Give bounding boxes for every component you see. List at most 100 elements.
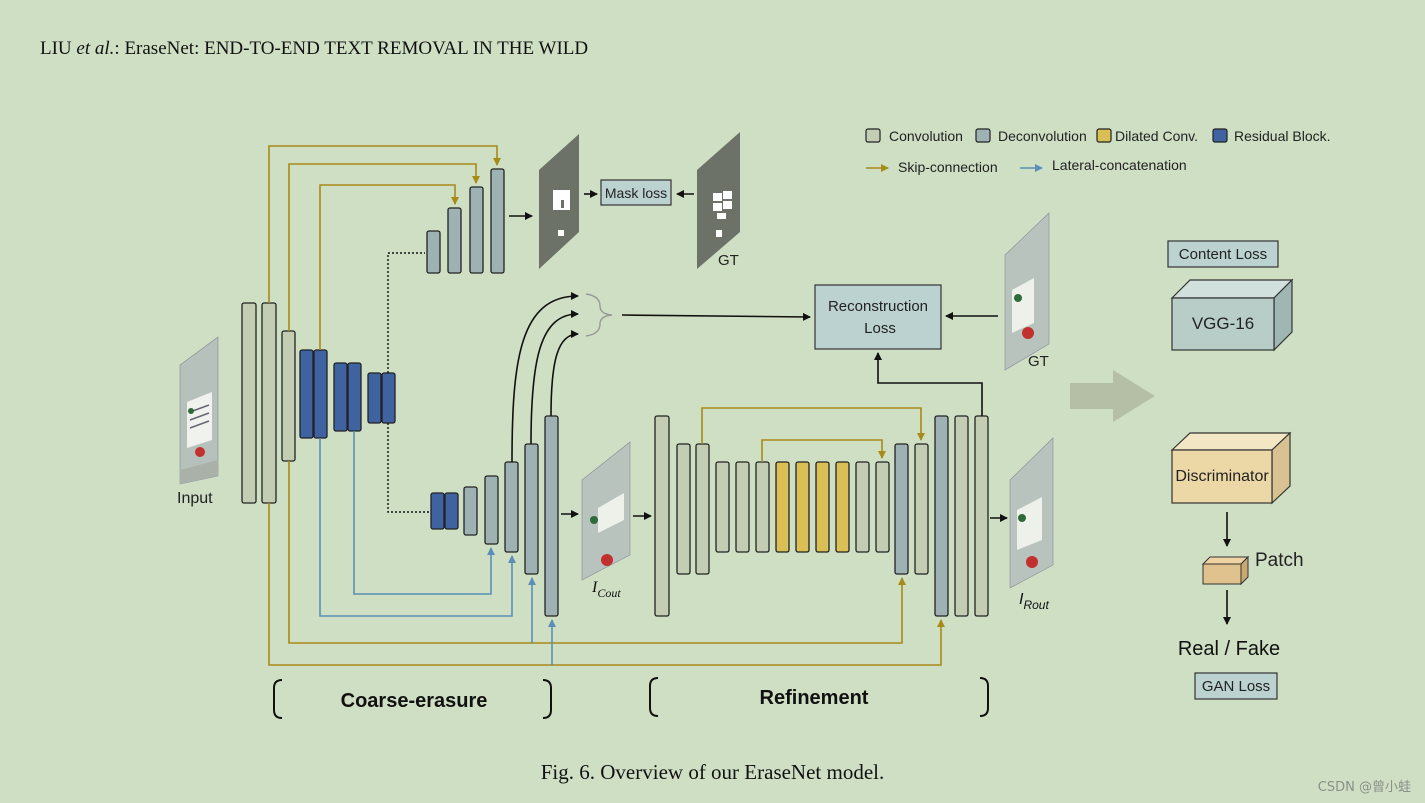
residual-block xyxy=(444,492,459,530)
vgg-cube xyxy=(1170,278,1294,352)
dilated-conv-block xyxy=(815,461,830,553)
conv-block xyxy=(654,415,670,617)
gan-loss-label: GAN Loss xyxy=(1202,678,1270,695)
residual-block xyxy=(299,349,314,439)
coarse-decoder xyxy=(430,415,559,617)
legend-residual-swatch xyxy=(1212,128,1228,143)
dotted-link-coarse xyxy=(387,423,430,513)
predicted-mask-image xyxy=(539,134,579,269)
watermark: CSDN @曾小蛙 xyxy=(1317,780,1411,795)
deconv-block xyxy=(524,443,539,575)
discriminator-cube xyxy=(1170,431,1292,505)
conv-block xyxy=(735,461,750,553)
legend-residual: Residual Block. xyxy=(1234,128,1331,144)
dilated-conv-block xyxy=(775,461,790,553)
legend-deconvolution: Deconvolution xyxy=(998,128,1087,144)
residual-block xyxy=(430,492,445,530)
i-rout-main: I xyxy=(1019,591,1024,608)
content-loss-label: Content Loss xyxy=(1179,246,1267,263)
refinement-network xyxy=(654,415,989,617)
residual-block xyxy=(313,349,328,439)
section-brackets xyxy=(273,677,989,719)
input-label: Input xyxy=(177,490,213,507)
legend-lateral: Lateral-concatenation xyxy=(1052,157,1187,173)
gt-image xyxy=(1004,212,1050,371)
conv-block xyxy=(281,330,296,462)
deconv-block xyxy=(447,207,462,274)
gan-loss-box xyxy=(1194,672,1278,700)
reconstruction-loss-line2: Loss xyxy=(864,320,896,337)
header-sep: : xyxy=(114,38,120,59)
deconv-block xyxy=(484,475,499,545)
deconv-block xyxy=(463,486,478,536)
residual-block xyxy=(347,362,362,432)
conv-block xyxy=(875,461,890,553)
mask-loss-label: Mask loss xyxy=(605,185,667,201)
paper-header: LIU et al.: EraseNet: END-TO-END TEXT RE… xyxy=(40,38,588,60)
gt-image-label: GT xyxy=(1028,353,1049,370)
deconv-block xyxy=(544,415,559,617)
header-etal: et al. xyxy=(76,38,115,59)
gt-mask-label: GT xyxy=(718,252,739,269)
legend-deconvolution-swatch xyxy=(975,128,991,143)
deconv-block xyxy=(426,230,441,274)
residual-block xyxy=(381,372,396,424)
patch-cube xyxy=(1201,555,1250,586)
conv-block xyxy=(695,443,710,575)
legend-dilated-swatch xyxy=(1096,128,1112,143)
dilated-conv-block xyxy=(835,461,850,553)
conv-block xyxy=(755,461,770,553)
vgg-label: VGG-16 xyxy=(1192,314,1254,333)
conv-block xyxy=(954,415,969,617)
dotted-link-mask xyxy=(387,252,425,373)
header-title: EraseNet: END-TO-END TEXT REMOVAL IN THE… xyxy=(124,38,589,59)
coarse-output-image xyxy=(581,441,631,581)
svg-text:ICout: ICout xyxy=(591,579,621,600)
conv-block xyxy=(676,443,691,575)
input-image xyxy=(179,336,219,485)
conv-block xyxy=(914,443,929,575)
multiscale-outputs xyxy=(511,292,579,463)
legend: Convolution Deconvolution Dilated Conv. … xyxy=(865,128,1331,175)
legend-convolution: Convolution xyxy=(889,128,963,144)
gt-mask-image xyxy=(697,132,740,269)
refinement-skips xyxy=(701,407,925,462)
deconv-block xyxy=(490,168,505,274)
shared-encoder xyxy=(241,302,396,504)
real-fake-label: Real / Fake xyxy=(1178,638,1280,660)
legend-skip: Skip-connection xyxy=(898,159,998,175)
refinement-label: Refinement xyxy=(760,687,869,709)
mask-loss-box xyxy=(600,179,672,206)
brace-outputs xyxy=(585,293,613,337)
deconv-block xyxy=(504,461,519,553)
figure-caption: Fig. 6. Overview of our EraseNet model. xyxy=(540,760,885,784)
conv-block xyxy=(715,461,730,553)
i-rout-sub: Rout xyxy=(1023,598,1049,612)
deconv-block xyxy=(469,186,484,274)
dilated-conv-block xyxy=(795,461,810,553)
discriminator-label: Discriminator xyxy=(1175,468,1269,485)
mask-branch xyxy=(426,168,505,274)
conv-block xyxy=(974,415,989,617)
content-loss-box xyxy=(1167,240,1279,268)
legend-convolution-swatch xyxy=(865,128,881,143)
reconstruction-loss-line1: Reconstruction xyxy=(828,298,928,315)
residual-block xyxy=(367,372,382,424)
lateral-connections xyxy=(319,431,556,665)
reconstruction-loss-box xyxy=(814,284,942,350)
conv-block xyxy=(261,302,277,504)
skip-connections xyxy=(268,145,945,666)
svg-text:IRout: IRout xyxy=(1019,591,1049,612)
header-authors: LIU xyxy=(40,38,72,59)
conv-block xyxy=(855,461,870,553)
i-cout-main: I xyxy=(591,579,598,596)
deconv-block xyxy=(894,443,909,575)
conv-block xyxy=(241,302,257,504)
refined-output-image xyxy=(1009,437,1054,589)
coarse-erasure-label: Coarse-erasure xyxy=(341,690,488,712)
residual-block xyxy=(333,362,348,432)
i-cout-sub: Cout xyxy=(597,586,621,600)
deconv-block xyxy=(934,415,949,617)
big-arrow xyxy=(1070,370,1155,422)
